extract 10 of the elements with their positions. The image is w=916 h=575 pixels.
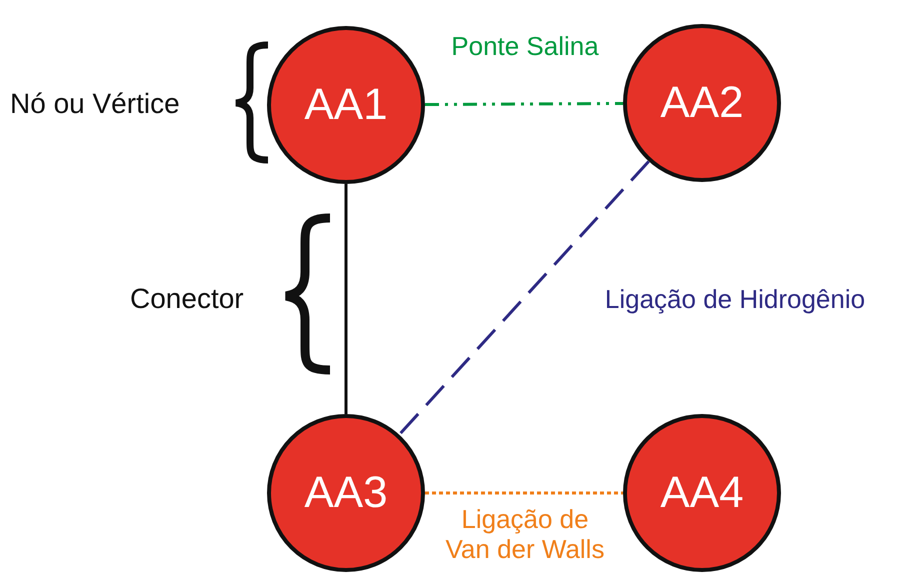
part-label: Nó ou Vértice [10, 88, 180, 120]
connector-line [344, 184, 348, 414]
connector-line [425, 492, 623, 494]
node-label: AA2 [660, 78, 744, 128]
connector-line [425, 102, 623, 106]
connector-line [398, 160, 650, 436]
node-label: AA1 [304, 80, 388, 130]
part-label: Conector [130, 283, 244, 315]
node-label: AA4 [660, 468, 744, 518]
node-label: AA3 [304, 468, 388, 518]
